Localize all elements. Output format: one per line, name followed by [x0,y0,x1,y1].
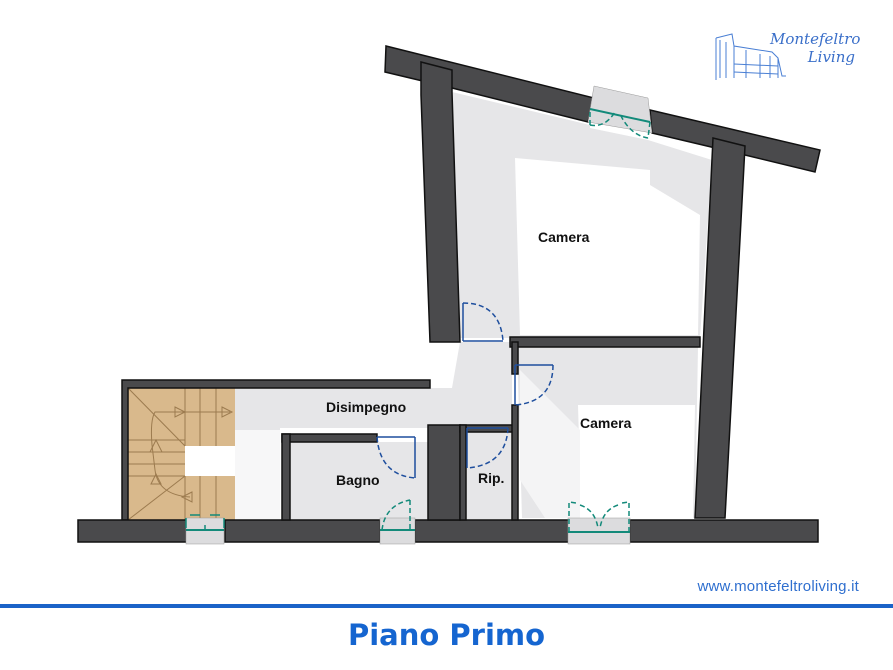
castle-tower-icon [715,33,786,80]
room-label-camera-lower: Camera [580,415,632,431]
brand-logo-line1: Montefeltro [770,30,861,48]
website-link[interactable]: www.montefeltroliving.it [697,578,859,595]
room-label-bagno: Bagno [336,472,380,488]
page-title: Piano Primo [347,618,546,652]
room-label-camera-upper: Camera [538,229,590,245]
staircase [127,387,235,521]
floor-areas [128,92,712,520]
walls [77,45,821,543]
windows [185,85,653,545]
room-label-disimpegno: Disimpegno [326,399,406,415]
doors [376,302,554,479]
divider [0,604,893,608]
floor-plan: Camera Camera Disimpegno Bagno Rip. [77,45,821,545]
brand-logo-text: Montefeltro Living [770,30,861,66]
brand-logo-line2: Living [807,48,855,66]
room-label-ripostiglio: Rip. [478,470,504,486]
